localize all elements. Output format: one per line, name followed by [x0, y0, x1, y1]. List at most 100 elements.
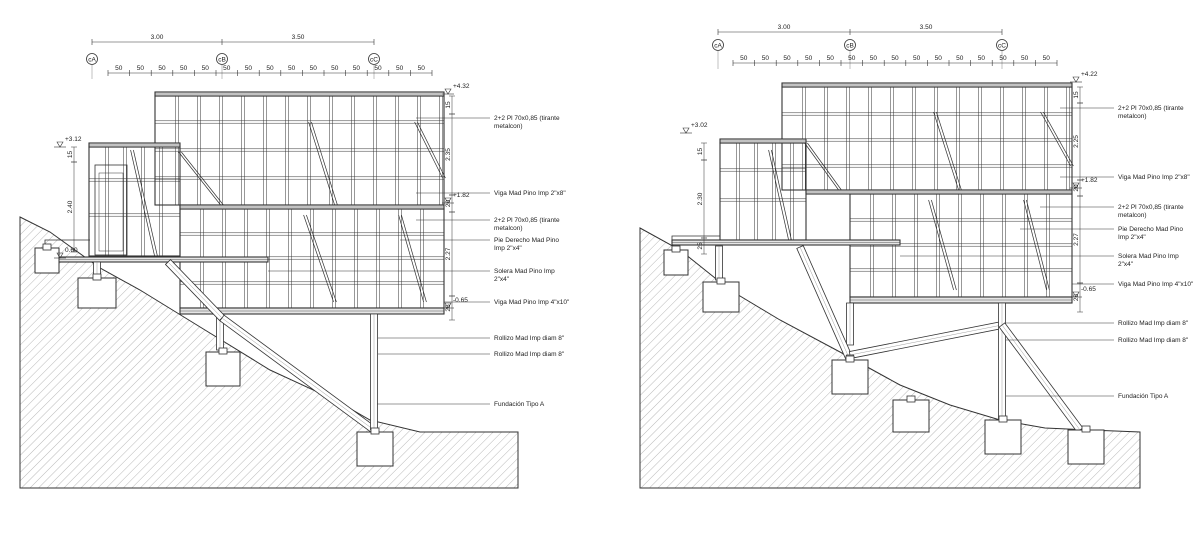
grid-axis-cC-circle	[996, 39, 1008, 51]
rollizo-pole-axis	[799, 246, 851, 361]
grid-axis-cA: cA	[714, 42, 722, 49]
footing-type-a-plate	[1081, 425, 1091, 433]
metal-tie-brace	[303, 214, 334, 303]
module-dim-label: 50	[331, 65, 339, 72]
module-dim-label: 50	[935, 55, 943, 62]
module-dim-label: 50	[999, 55, 1007, 62]
grid-axis-cC: cC	[998, 42, 1006, 49]
metal-tie-brace	[807, 142, 842, 191]
rollizo-pole-axis	[221, 317, 375, 431]
level-left: +3.02	[691, 122, 708, 129]
span-dim-1: 3.00	[151, 34, 164, 41]
level-top: +4.32	[453, 83, 470, 90]
upper-frame-outline	[154, 95, 445, 206]
metal-tie-brace	[928, 199, 954, 291]
footing-type-a-plate	[92, 273, 102, 281]
vdim-r4: 2.27	[445, 247, 452, 260]
annotation-a1: 2+2 Pl 70x0,85 (tirante	[1118, 105, 1184, 112]
vdim-r4: 2.27	[1073, 233, 1080, 246]
level-mid: +1.82	[1081, 177, 1098, 184]
footing-type-a-plate	[906, 395, 916, 403]
span-dim-2: 3.50	[292, 34, 305, 41]
module-dim-label: 50	[310, 65, 318, 72]
level-left: +3.12	[65, 136, 82, 143]
metal-tie-brace	[178, 151, 221, 206]
metal-tie-brace	[306, 214, 337, 303]
module-dim-label: 50	[288, 65, 296, 72]
footing-type-a-plate	[671, 245, 681, 253]
footing-type-a	[34, 247, 60, 274]
annotation-a2: Viga Mad Pino Imp 2"x8"	[1118, 174, 1190, 181]
level-low-triangle	[444, 302, 452, 309]
level-mid: +1.82	[453, 192, 470, 199]
metal-tie-brace	[1026, 199, 1050, 291]
annotation-a4-line2: Imp 2"x4"	[1118, 234, 1146, 241]
metal-tie-brace	[1043, 111, 1074, 167]
module-dim-label: 50	[783, 55, 791, 62]
rollizo-pole-axis	[1001, 324, 1081, 431]
module-dim-label: 50	[956, 55, 964, 62]
level-deck-triangle	[56, 252, 64, 259]
door-panel	[98, 172, 124, 252]
span-dim-1: 3.00	[778, 24, 791, 31]
annotation-a6: Viga Mad Pino Imp 4"x10"	[1118, 281, 1194, 288]
annotation-a6: Viga Mad Pino Imp 4"x10"	[494, 299, 570, 306]
level-low-triangle	[1072, 291, 1080, 298]
metal-tie-brace	[1023, 199, 1047, 291]
module-dim-label: 50	[137, 65, 145, 72]
grid-axis-cB: cB	[218, 56, 226, 63]
footing-type-a-plate	[998, 415, 1008, 423]
vdim-r5: 25	[1073, 294, 1080, 302]
footing-type-a-plate	[845, 355, 855, 363]
level-left-triangle	[56, 141, 64, 148]
module-dim-label: 50	[805, 55, 813, 62]
annotation-a5: Solera Mad Pino Imp	[494, 268, 555, 275]
metal-tie-brace	[931, 199, 957, 291]
metal-tie-brace	[398, 214, 424, 303]
module-dim-label: 50	[353, 65, 361, 72]
module-dim-label: 50	[223, 65, 231, 72]
metal-tie-brace	[414, 121, 443, 179]
annotation-a1-line2: metalcon)	[1118, 113, 1147, 120]
vdim-r3: 20	[1073, 184, 1080, 192]
footing-type-a-plate	[42, 243, 52, 251]
module-dim-label: 50	[158, 65, 166, 72]
footing-type-a	[984, 419, 1022, 455]
grid-axis-cA-circle	[712, 39, 724, 51]
upper-frame-outline	[781, 86, 1073, 191]
rollizo-pole-axis	[167, 261, 223, 319]
grid-axis-cB-circle	[844, 39, 856, 51]
level-low: -0.65	[453, 297, 468, 304]
metal-tie-brace	[133, 149, 158, 257]
vdim-r2: 2.25	[1073, 135, 1080, 148]
grid-axis-cA: cA	[88, 56, 96, 63]
grid-axis-cB-circle	[216, 53, 228, 65]
annotation-a4: Pie Derecho Mad Pino	[494, 237, 559, 244]
annotation-a8: Rollizo Mad Imp diam 8"	[494, 351, 565, 358]
footing-type-a-plate	[716, 277, 726, 285]
metal-tie-brace	[311, 121, 338, 206]
grid-axis-cA-circle	[86, 53, 98, 65]
door-opening	[94, 164, 128, 256]
annotation-a8: Rollizo Mad Imp diam 8"	[1118, 337, 1189, 344]
module-dim-label: 50	[827, 55, 835, 62]
metal-tie-brace	[1040, 111, 1071, 167]
metal-tie-brace	[936, 111, 962, 191]
ground-slope	[639, 227, 1141, 489]
annotation-a1: 2+2 Pl 70x0,85 (tirante	[494, 115, 560, 122]
module-dim-label: 50	[202, 65, 210, 72]
grid-axis-cB: cB	[846, 42, 854, 49]
module-dim-label: 50	[870, 55, 878, 62]
footing-type-a-plate	[218, 347, 228, 355]
metal-tie-brace	[768, 149, 789, 241]
annotation-a5-line2: 2"x4"	[1118, 261, 1134, 268]
level-left-triangle	[682, 127, 690, 134]
footing-type-a	[77, 277, 117, 309]
vdim-l1: 15	[697, 148, 704, 156]
footing-type-a	[892, 399, 930, 433]
grid-axis-cC: cC	[370, 56, 378, 63]
annotation-a2: Viga Mad Pino Imp 2"x8"	[494, 190, 566, 197]
